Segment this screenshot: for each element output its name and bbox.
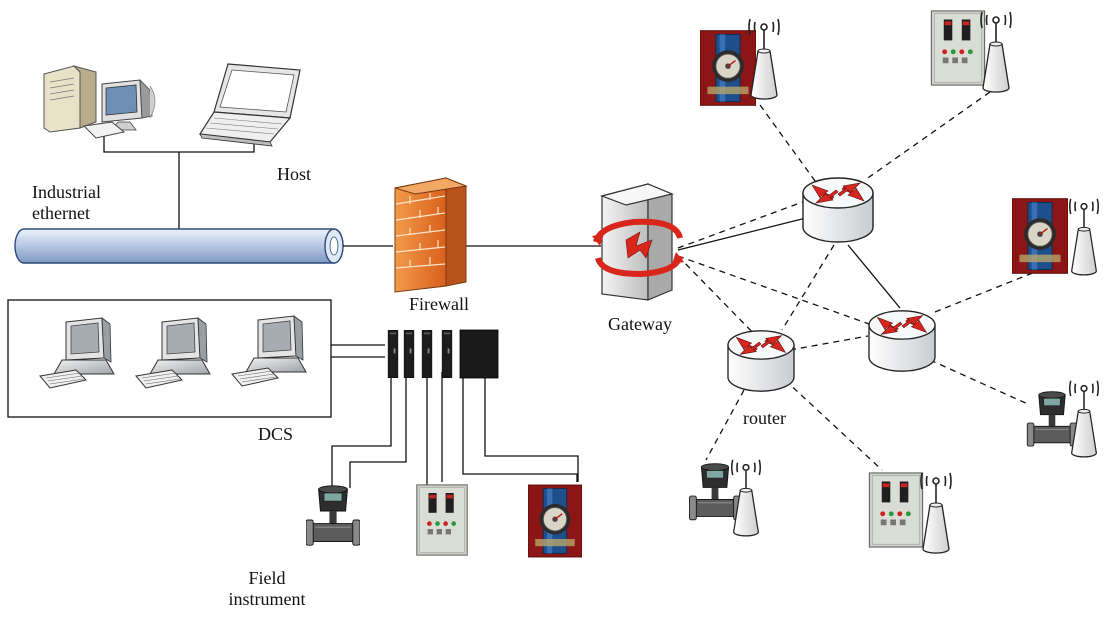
gateway-label: Gateway	[608, 314, 672, 334]
dcs-label: DCS	[258, 424, 294, 444]
turbine-flow-meter-icon	[306, 485, 360, 546]
io-module-icon	[441, 330, 453, 378]
water-meter-icon	[1012, 198, 1068, 274]
io-module-icon	[387, 330, 399, 378]
wireless-antenna-icon	[980, 11, 1012, 93]
router-label: router	[743, 408, 786, 428]
field-wiring	[331, 372, 579, 488]
router-icon	[727, 330, 795, 392]
turbine-flow-meter-icon	[1026, 391, 1078, 447]
brick-firewall-icon	[394, 177, 468, 293]
desktop-computer-icon	[43, 65, 156, 139]
field-instrument-label-line2: instrument	[228, 589, 306, 609]
dcs-frame	[7, 299, 332, 418]
control-panel-icon	[930, 10, 986, 86]
industrial-ethernet-label-line1: Industrial	[32, 182, 101, 202]
industrial-ethernet-label-line2: ethernet	[32, 203, 90, 223]
water-meter-icon	[528, 484, 582, 558]
dcs-bus-lines	[331, 344, 385, 358]
control-panel-icon	[868, 472, 924, 548]
field-instrument-label-line1: Field	[248, 568, 286, 588]
router-icon	[868, 310, 936, 372]
personal-computer-icon	[231, 315, 307, 387]
laptop-icon	[198, 63, 301, 147]
control-panel-icon	[416, 484, 468, 556]
field-instrument-label: Field instrument	[222, 568, 312, 610]
personal-computer-icon	[39, 317, 115, 389]
gateway-server-icon	[592, 183, 684, 301]
wireless-antenna-icon	[1068, 197, 1100, 276]
router-solid-links	[847, 244, 901, 309]
wireless-dashed-links	[677, 91, 1041, 471]
router-icon	[802, 177, 874, 243]
firewall-label: Firewall	[409, 294, 469, 314]
io-module-rack	[387, 329, 499, 379]
industrial-ethernet-label: Industrial ethernet	[32, 182, 101, 224]
host-connection-lines	[103, 136, 255, 232]
water-meter-icon	[700, 30, 756, 106]
wireless-antenna-icon	[920, 472, 952, 554]
host-label: Host	[277, 164, 312, 184]
io-module-icon	[421, 330, 433, 378]
industrial-ethernet-bus	[14, 228, 344, 264]
wireless-antenna-icon	[1068, 379, 1100, 458]
io-module-icon	[459, 329, 499, 379]
io-module-icon	[403, 330, 415, 378]
personal-computer-icon	[135, 317, 211, 389]
